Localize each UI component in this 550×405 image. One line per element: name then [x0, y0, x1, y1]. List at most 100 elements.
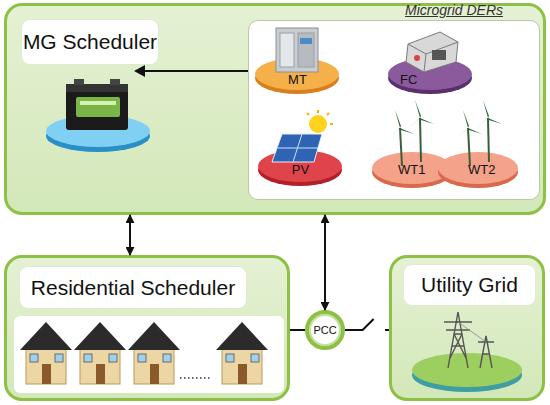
- battery-illustration: [46, 115, 150, 147]
- photovoltaic-illustration: [272, 134, 322, 162]
- transmission-tower-illustration: [478, 342, 494, 354]
- fuel-cell-illustration: [406, 32, 458, 72]
- fuel-cell-illustration: [408, 44, 426, 72]
- houses-illustration: [42, 364, 51, 384]
- microturbine-illustration: [255, 28, 339, 94]
- wind-turbine-illustration: [372, 156, 452, 188]
- transmission-tower-illustration: [458, 322, 486, 342]
- transmission-tower-illustration: [448, 312, 468, 368]
- wind-turbine-illustration: [420, 118, 421, 162]
- houses-illustration: [216, 322, 268, 384]
- node-label: Microgrid DERs: [405, 2, 503, 18]
- fuel-cell-illustration: [432, 50, 446, 60]
- fuel-cell-illustration: [414, 55, 420, 61]
- photovoltaic-illustration: [330, 123, 333, 125]
- battery-illustration: [66, 84, 128, 130]
- houses-illustration: [14, 316, 284, 393]
- node-label: FC: [400, 72, 417, 87]
- microturbine-illustration: [280, 33, 294, 67]
- wind-turbine-illustration: [388, 128, 400, 138]
- node-label: PV: [258, 162, 343, 177]
- battery-illustration: [110, 79, 120, 85]
- transmission-tower-illustration: [480, 336, 492, 368]
- scheduler-group: MG Scheduler Microgrid DERsMT FC PV WT1 WT2: [4, 3, 546, 215]
- wind-turbine-illustration: [420, 118, 434, 124]
- node-label: PCC: [309, 314, 341, 346]
- fuel-cell-illustration: [426, 42, 458, 54]
- der-unit: FC: [388, 25, 473, 93]
- transmission-tower-illustration: [412, 312, 522, 392]
- connector-line: [290, 329, 305, 331]
- wind-turbine-illustration: [476, 118, 488, 128]
- wind-turbine-illustration: [468, 128, 482, 134]
- microturbine-illustration: [255, 62, 339, 94]
- microturbine-illustration: [298, 33, 314, 67]
- battery-illustration: [76, 97, 120, 117]
- houses-illustration: [20, 322, 72, 384]
- photovoltaic-illustration: [258, 110, 342, 186]
- der-unit: PV: [258, 110, 343, 186]
- node-label: WT2: [468, 162, 495, 177]
- node-label: MT: [255, 72, 340, 87]
- battery-charge-arrow: [134, 65, 248, 77]
- photovoltaic-illustration: [317, 110, 319, 113]
- battery-illustration: [80, 101, 116, 105]
- transmission-tower-illustration: [450, 334, 466, 358]
- wind-turbine-illustration: [456, 128, 468, 138]
- connector-line: [324, 215, 326, 310]
- fuel-cell-illustration: [388, 62, 472, 94]
- wind-turbine-illustration: [372, 100, 518, 188]
- houses-illustration: [128, 322, 180, 384]
- photovoltaic-illustration: [258, 154, 342, 186]
- transmission-tower-illustration: [444, 312, 494, 368]
- scheduler-group: Residential Scheduler: [4, 255, 290, 401]
- wind-turbine-illustration: [400, 118, 489, 166]
- transmission-tower-illustration: [452, 322, 464, 346]
- wind-turbine-illustration: [463, 110, 469, 128]
- battery-charge-arrow: [142, 70, 248, 72]
- wind-turbine-illustration: [438, 156, 518, 188]
- fuel-cell-illustration: [388, 32, 472, 94]
- node-label: Utility Grid: [404, 265, 535, 305]
- battery-illustration: [46, 120, 150, 152]
- houses-illustration: [74, 322, 126, 384]
- der-unit: MT: [255, 25, 340, 93]
- transmission-tower-illustration: [412, 358, 522, 392]
- node-label: WT1: [398, 162, 425, 177]
- houses-illustration: [180, 377, 212, 379]
- houses-illustration: [30, 354, 38, 362]
- grid-group: Utility Grid: [389, 255, 545, 401]
- wind-turbine-illustration: [488, 118, 502, 124]
- wind-turbine-illustration: [400, 128, 414, 134]
- wind-turbine-illustration: [468, 128, 470, 166]
- wind-turbine-illustration: [372, 152, 452, 184]
- battery-charge-arrow: [134, 65, 145, 77]
- houses-illustration: [20, 322, 72, 350]
- der-unit: WT1: [372, 110, 452, 186]
- wind-turbine-illustration: [438, 152, 518, 184]
- wind-turbine-illustration: [488, 118, 489, 162]
- houses-illustration: [55, 354, 63, 362]
- wind-turbine-illustration: [408, 118, 420, 128]
- wind-turbine-illustration: [483, 100, 489, 118]
- fuel-cell-illustration: [388, 58, 472, 90]
- photovoltaic-illustration: [327, 113, 329, 115]
- connector-line: [129, 215, 131, 255]
- der-group: Microgrid DERsMTFCPVWT1WT2: [248, 20, 540, 200]
- houses-illustration: [14, 316, 284, 393]
- photovoltaic-illustration: [307, 110, 333, 124]
- node-label: MG Scheduler: [22, 20, 158, 64]
- transmission-tower-illustration: [444, 322, 472, 330]
- battery-illustration: [74, 79, 84, 85]
- photovoltaic-illustration: [258, 150, 342, 182]
- coupling-point: PCC: [305, 310, 345, 350]
- wind-turbine-illustration: [415, 100, 421, 118]
- battery-illustration: [46, 79, 150, 152]
- battery-illustration: [66, 84, 128, 92]
- wind-turbine-illustration: [395, 110, 401, 128]
- photovoltaic-illustration: [309, 115, 327, 133]
- photovoltaic-illustration: [307, 113, 309, 115]
- microturbine-illustration: [300, 38, 312, 44]
- node-label: Residential Scheduler: [20, 267, 246, 308]
- microturbine-illustration: [255, 58, 339, 90]
